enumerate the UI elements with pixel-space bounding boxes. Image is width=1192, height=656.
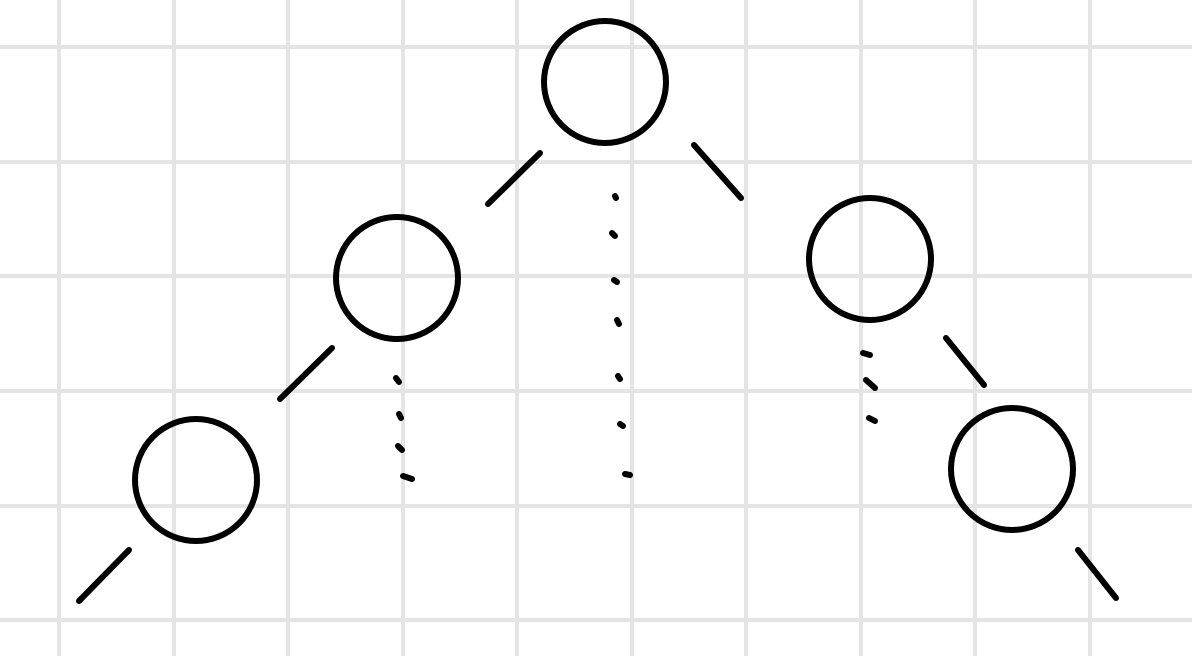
dot — [615, 373, 623, 382]
dot — [617, 421, 626, 429]
edge-root-to-right-child — [691, 142, 744, 201]
dot — [860, 350, 873, 358]
dot — [612, 193, 619, 201]
tree-nodes — [132, 18, 1076, 544]
edge-right-grandchild-outgoing — [1075, 547, 1119, 601]
edge-right-child-to-right-grandchild — [943, 335, 987, 388]
node-right-grandchild — [948, 405, 1076, 533]
dot — [614, 317, 622, 327]
continuation-dots — [393, 193, 878, 482]
dot — [609, 230, 618, 239]
dot — [400, 473, 415, 482]
ellipsis-below-left-child — [393, 375, 415, 482]
edge-left-grandchild-outgoing — [76, 547, 132, 604]
node-left-child — [333, 214, 461, 342]
edge-root-to-left-child — [485, 150, 543, 207]
dot — [863, 377, 878, 391]
ellipsis-below-root — [609, 193, 633, 478]
dot — [396, 411, 404, 421]
dot — [395, 443, 405, 453]
tree-edges — [76, 142, 1119, 604]
node-left-grandchild — [132, 416, 260, 544]
node-right-child — [806, 195, 934, 323]
ellipsis-below-right-child — [860, 350, 878, 424]
dot — [611, 277, 620, 285]
dot — [622, 471, 633, 478]
node-root — [541, 18, 669, 146]
edge-left-child-to-left-grandchild — [277, 345, 335, 402]
dot — [866, 415, 878, 424]
dot — [393, 375, 402, 385]
